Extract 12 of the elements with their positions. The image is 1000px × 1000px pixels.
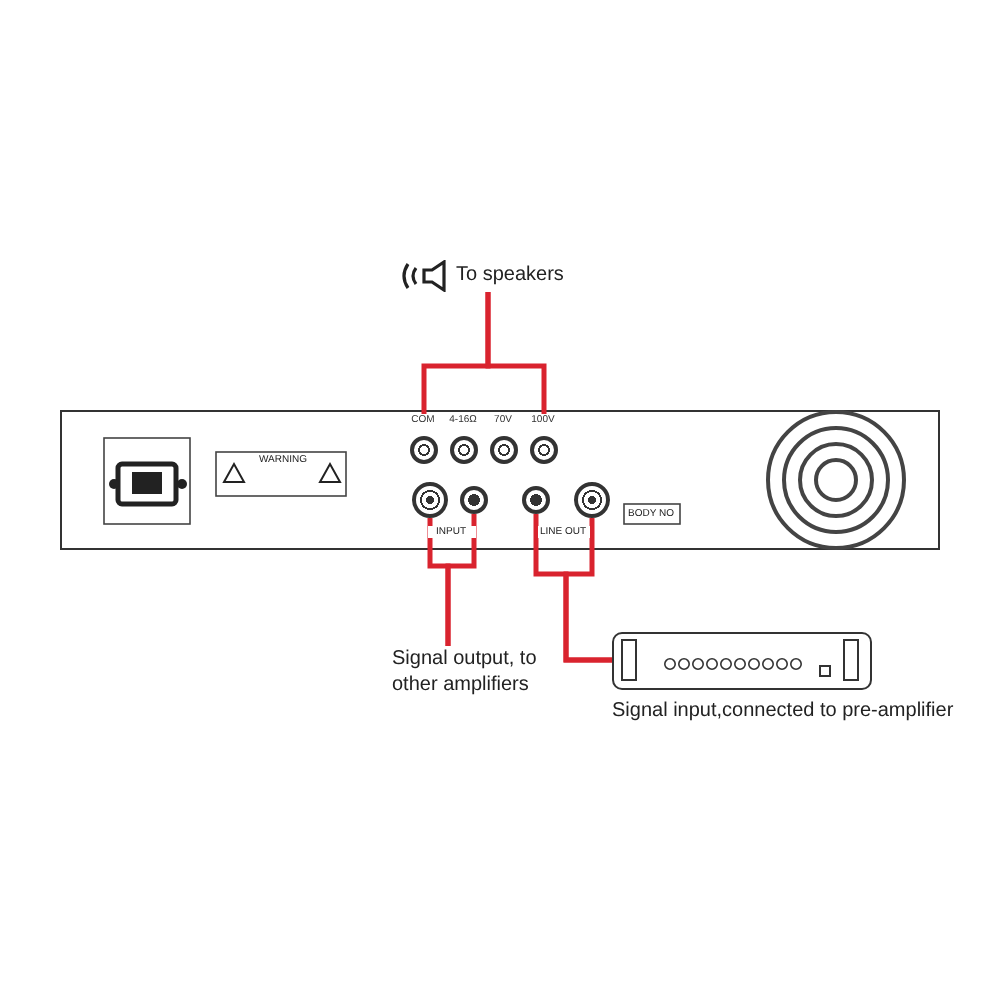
rca-jack — [459, 485, 487, 513]
connection-line — [445, 514, 477, 646]
xlr-jack — [573, 481, 609, 517]
connection-line — [485, 292, 547, 414]
amplifier-rear-panel — [60, 410, 940, 550]
output-note: Signal output, to other amplifiers — [392, 646, 568, 702]
xlr-jack — [411, 481, 447, 517]
caption-text: Signal input,connected to pre-amplifier — [612, 700, 954, 722]
speaker-label: To speakers — [456, 262, 580, 292]
connection-line — [563, 518, 612, 663]
speaker-terminal — [443, 413, 483, 467]
rca-jack — [521, 485, 549, 513]
